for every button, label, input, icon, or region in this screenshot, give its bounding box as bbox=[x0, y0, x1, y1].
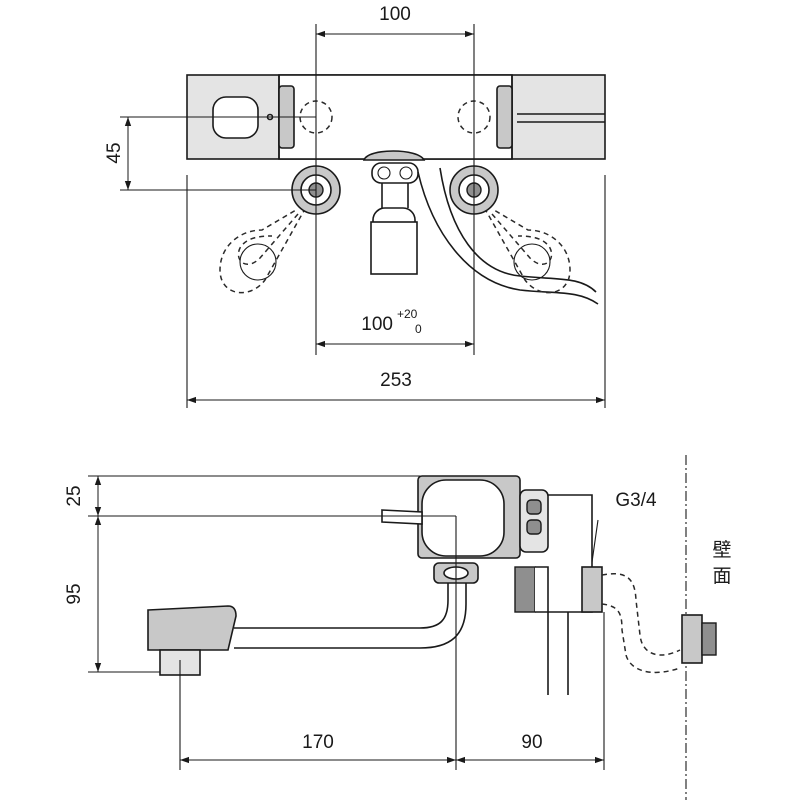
wall-bracket bbox=[514, 494, 603, 613]
front-view: 100 100 +20 0 253 45 bbox=[104, 4, 606, 408]
front-spout bbox=[362, 150, 426, 275]
wall-label-2: 面 bbox=[712, 566, 731, 587]
dim-wall-depth: 90 bbox=[521, 732, 542, 753]
eccentric-leg-right bbox=[479, 199, 571, 294]
dim-tolerance-lower: 0 bbox=[415, 322, 422, 336]
dim-overall-width: 253 bbox=[380, 370, 412, 391]
spout-pipe bbox=[234, 583, 467, 649]
dim-tolerance-upper: +20 bbox=[397, 307, 418, 321]
wall-label-1: 壁 bbox=[712, 539, 731, 561]
side-body bbox=[381, 475, 549, 559]
hidden-wall-elbow bbox=[601, 573, 717, 674]
dim-body-to-inlet: 45 bbox=[104, 142, 125, 163]
dim-spout-height: 95 bbox=[64, 583, 85, 604]
shower-hose bbox=[417, 167, 599, 305]
dim-inlet-spacing-bottom: 100 bbox=[361, 314, 393, 335]
side-view: 25 95 170 90 G3/4 壁 面 bbox=[64, 455, 732, 800]
front-body bbox=[186, 74, 606, 160]
spout-head bbox=[147, 605, 237, 676]
dim-spout-reach: 170 bbox=[302, 732, 334, 753]
thread-label: G3/4 bbox=[615, 490, 657, 511]
dim-top-offset: 25 bbox=[64, 485, 85, 506]
eccentric-leg-left bbox=[219, 199, 311, 294]
lower-pipe bbox=[547, 612, 569, 695]
dim-inlet-spacing-top: 100 bbox=[379, 4, 411, 25]
